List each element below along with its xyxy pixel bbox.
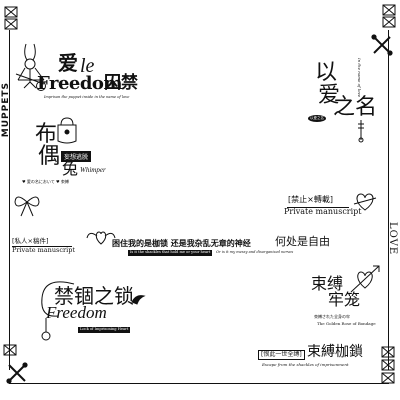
top-left-subtitle: Imprison the puppet inside in the name o… [44,95,130,99]
right-top-red-tag: 以爱之名 [308,115,326,122]
mid-small-line: Or is it my messy and disorganized nerve… [216,250,294,254]
bottom-right-big-bottom: 牢笼 [328,290,361,309]
private-left-caption: Private manuscript [12,246,75,254]
puppet-banner: 妄想逃脱 [61,151,92,162]
puppet-heart-caption: ♥ 愛の名において ♥ 束縛 [22,179,69,184]
private-right-caption: Private manuscript [284,207,362,216]
bottom-strip-caption: Escape from the shackles of imprisonment [262,362,349,367]
left-vertical-muppets: MUPPETS [1,82,11,138]
private-right-banner: [禁止×轉載] [288,195,333,204]
puppet-script-word: Whimper [80,166,106,174]
bunny-puppet-illustration [15,43,45,89]
private-right-rule [287,207,349,208]
bottom-left-cross-arrows-icon [6,362,28,384]
bottom-left-flourish [41,281,75,341]
mid-winged-heart-icon [86,231,116,245]
private-right-heart-lock-icon [353,193,377,211]
top-left-corner-circle-icon [36,81,46,91]
bottom-frame-line [9,383,389,384]
bottom-left-x-boxes [3,344,17,356]
puppet-big-tu: 兔 [62,159,79,178]
right-vertical-love: LOVE [387,222,398,256]
right-top-big-zhiming: 之名 [333,95,378,120]
puppet-big-ou: 偶 [38,144,61,169]
right-frame-line [388,30,389,370]
bottom-left-bird-icon [131,295,146,305]
top-right-cross-arrows-icon [371,34,393,56]
puppet-big-bu: 布 [35,122,58,147]
left-frame-line [9,30,10,370]
right-top-big-yi: 以 [315,60,338,85]
bottom-right-big-top: 束缚 [311,274,344,293]
bottom-left-caption: Lock of Imprisoning Heart [78,327,131,333]
top-left-x-boxes [4,6,18,30]
private-left-banner: [私人×稿件] [12,237,49,245]
bottom-strip-boxed: [恨此一世全缚] [258,350,305,360]
bottom-right-jp: 束縛された全身の牢 [314,314,350,319]
bottom-right-arrow-heart-icon [350,265,380,293]
bottom-left-script: Freedom [46,303,107,322]
top-left-freedom-word: Freedom [37,73,123,94]
top-right-x-boxes [382,4,396,28]
right-top-pin-icon [358,120,364,143]
top-left-love-glyph: 爱 [58,51,78,75]
bottom-right-en: The Golden Rose of Bondage [317,321,376,326]
mid-english-banner: Is it the shackles that hold me or your … [128,250,213,256]
bottom-strip-big: 束縛枷鎖 [307,344,363,360]
right-top-vertical-caption: In the name of love [357,58,362,98]
private-left-rule [12,246,72,247]
top-left-le-word: le [80,55,95,77]
mid-main-line: 困住我的是枷锁 还是我杂乱无章的神经 [112,238,251,248]
top-left-imprison-glyphs: 囚禁 [104,73,138,93]
bottom-right-x-boxes [381,346,395,384]
right-top-big-ai: 爱 [318,83,341,108]
bottom-left-big-title: 禁锢之锁 [54,284,134,308]
ribbon-bow-icon [14,196,40,217]
puppet-lock-heart-icon [57,117,77,144]
mid-tail-text: 何处是自由 [275,235,330,248]
